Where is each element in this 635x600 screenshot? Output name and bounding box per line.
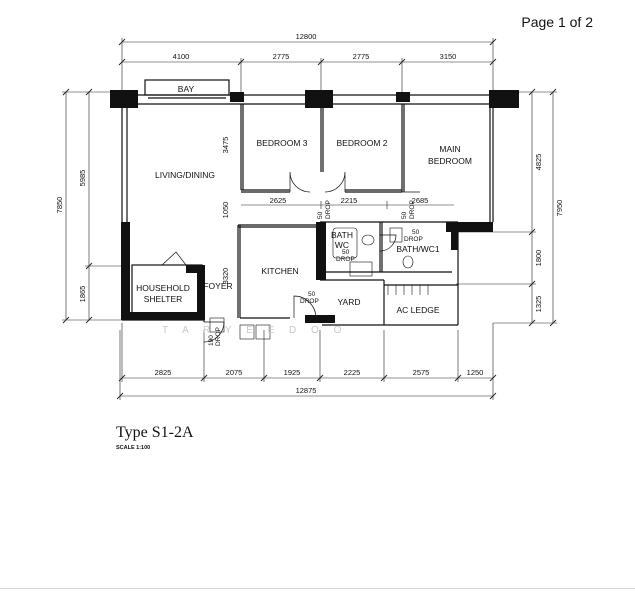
divider <box>0 588 635 589</box>
drop-num-4: 50 <box>412 229 420 236</box>
doors <box>161 171 420 343</box>
label-kitchen: KITCHEN <box>261 266 298 276</box>
dim-2215: 2215 <box>341 196 358 205</box>
label-foyer: FOYER <box>203 281 232 291</box>
label-household-line2: SHELTER <box>144 294 183 304</box>
label-main-bedroom-line1: MAIN <box>439 144 460 154</box>
dim-corridor: 1050 <box>221 202 230 219</box>
dim-right-2: 1800 <box>534 250 543 267</box>
drop-num-3: 50 <box>342 249 350 256</box>
structural-columns <box>110 90 519 323</box>
drop-label-1: DROP <box>325 200 332 219</box>
dim-right-3: 1325 <box>534 296 543 313</box>
fixtures <box>209 227 458 340</box>
dim-top-3: 2775 <box>353 52 370 61</box>
dim-kitchen-depth: 3320 <box>221 268 230 285</box>
drop-label-6: DROP <box>215 327 222 346</box>
dim-left-1: 5985 <box>78 170 87 187</box>
dim-bottom-6: 1250 <box>467 368 484 377</box>
dim-bottom-1: 2825 <box>155 368 172 377</box>
overall-depth-left: 7850 <box>55 197 64 214</box>
overall-depth-right: 7950 <box>555 200 564 217</box>
dim-bedroom3-depth: 3475 <box>221 137 230 154</box>
drop-label-3: DROP <box>336 256 355 263</box>
label-main-bedroom-line2: BEDROOM <box>428 156 472 166</box>
dim-top-4: 3150 <box>440 52 457 61</box>
drop-num-2: 50 <box>401 211 408 219</box>
label-household-line1: HOUSEHOLD <box>136 283 190 293</box>
label-ac-ledge: AC LEDGE <box>397 305 440 315</box>
dim-2625: 2625 <box>270 196 287 205</box>
dim-bottom-5: 2575 <box>413 368 430 377</box>
drop-num-5: 50 <box>308 291 316 298</box>
label-bedroom-2: BEDROOM 2 <box>336 138 387 148</box>
room-labels: BAY LIVING/DINING BEDROOM 3 BEDROOM 2 MA… <box>136 84 472 315</box>
dim-left-2: 1865 <box>78 286 87 303</box>
drop-label-4: DROP <box>404 236 423 243</box>
drop-label-2: DROP <box>409 200 416 219</box>
unit-type-title: Type S1-2A <box>116 424 194 441</box>
watermark: T A R Y E E D O O <box>162 325 347 336</box>
scale-note: SCALE 1:100 <box>116 445 151 451</box>
overall-width-top: 12800 <box>296 32 317 41</box>
drop-label-5: DROP <box>300 298 319 305</box>
label-bath-wc1: BATH/WC1 <box>396 244 440 254</box>
dim-bottom-2: 2075 <box>226 368 243 377</box>
dim-bottom-3: 1925 <box>284 368 301 377</box>
dimension-labels: 12800 4100 2775 2775 3150 7850 5985 1865… <box>55 32 564 395</box>
dim-top-2: 2775 <box>273 52 290 61</box>
label-bath-wc-left-2: WC <box>335 240 349 250</box>
dim-2685: 2685 <box>412 196 429 205</box>
drop-num-6: 100 <box>208 335 215 346</box>
overall-width-bottom: 12875 <box>296 386 317 395</box>
drop-markers: 50 DROP 50 DROP 50 DROP 50 DROP 50 DROP … <box>208 200 423 346</box>
label-living-dining: LIVING/DINING <box>155 170 215 180</box>
label-bath-wc-left-1: BATH <box>331 230 353 240</box>
label-yard: YARD <box>338 297 361 307</box>
dim-bottom-4: 2225 <box>344 368 361 377</box>
drop-num-1: 50 <box>317 211 324 219</box>
dim-top-1: 4100 <box>173 52 190 61</box>
dimension-lines <box>62 38 557 400</box>
label-bay: BAY <box>178 84 195 94</box>
page-indicator: Page 1 of 2 <box>521 14 593 30</box>
label-bedroom-3: BEDROOM 3 <box>256 138 307 148</box>
dim-right-1: 4825 <box>534 154 543 171</box>
